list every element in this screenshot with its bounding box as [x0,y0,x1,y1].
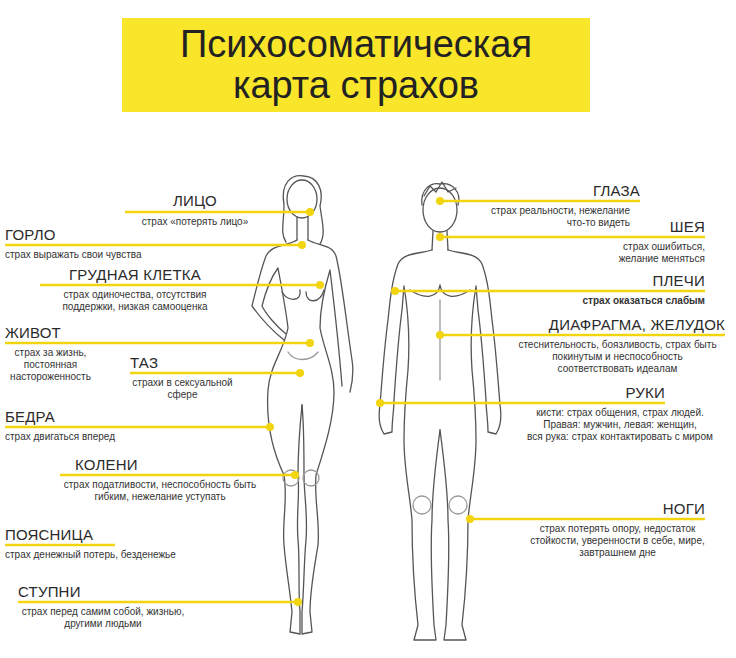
male-figure-part [413,496,431,514]
body-part-name: ДИАФРАГМА, ЖЕЛУДОК [500,316,725,333]
male-figure-part [449,496,467,514]
title-banner: Психосоматическая карта страхов [122,18,590,112]
leader-lines-part [60,474,295,477]
leader-lines-part [391,287,399,295]
fear-description: страх выражать свои чувства [5,249,175,261]
leader-lines-part [440,236,705,239]
fear-description: страх двигаться вперед [5,431,175,443]
body-part-name: БЕДРА [5,408,125,425]
fear-description: кисти: страх общения, страх людей. [515,407,725,419]
leader-lines-part [436,197,444,205]
leader-lines-part [266,423,274,431]
body-part-name: НОГИ [600,500,705,517]
leader-lines-part [40,284,320,287]
fear-description: страх одиночества, отсутствия поддержки,… [40,289,230,313]
fear-description: страх оказаться слабым [545,295,705,307]
leader-lines [5,197,725,606]
leader-lines-part [316,281,324,289]
female-figure-part [303,470,319,486]
female-figure-part [297,217,308,240]
leader-lines-part [298,241,306,249]
body-part-name: ПОЯСНИЦА [5,526,125,543]
leader-lines-part [306,339,314,347]
body-part-name: ШЕЯ [600,218,705,235]
fear-description: страх «потерять лицо» [125,216,265,228]
fear-description: Правая: мужчин, левая: женщин, [515,419,725,431]
body-part-name: ГОРЛО [5,226,125,243]
leader-lines-part [18,601,298,604]
leader-lines-part [470,518,705,521]
leader-lines-part [440,334,725,337]
leader-lines-part [395,290,705,293]
leader-lines-part [5,426,270,429]
leader-lines-part [294,598,302,606]
body-part-name: РУКИ [560,384,665,401]
leader-lines-part [436,331,444,339]
fear-description: страх ошибиться, желание меняться [590,241,705,265]
female-figure-part [282,290,324,301]
leader-lines-part [380,402,665,405]
fear-description: страх за жизнь, постоянная настороженнос… [3,347,98,383]
leader-lines-part [306,208,314,216]
leader-lines-part [440,200,640,203]
leader-lines-part [130,372,300,375]
fear-description: страхи в сексуальной сфере [125,377,240,401]
leader-lines-part [5,244,302,247]
female-figure-part [283,470,299,486]
male-figure-part [440,250,501,640]
leader-lines-part [376,399,384,407]
fear-description: страх потерять опору, недостаток стойкос… [515,523,720,559]
fear-description: страх перед самим собой, жизнью, другими… [18,606,188,630]
male-figure-part [439,300,440,380]
male-figure [379,182,501,640]
male-figure-part [379,250,440,640]
body-part-name: КОЛЕНИ [75,456,195,473]
female-figure-part [288,352,318,360]
male-figure-part [423,188,457,232]
body-part-name: ЖИВОТ [5,324,115,341]
body-part-name: ГЛАЗА [480,182,640,199]
fear-description: стеснительность, боязливость, страх быть… [515,339,720,375]
leader-lines-part [5,544,115,547]
fear-description: страх реальности, нежелание что-то видет… [480,205,630,229]
body-part-name: СТУПНИ [18,583,118,600]
body-part-name: ЛИЦО [125,192,265,209]
leader-lines-part [291,471,299,479]
body-part-name: ГРУДНАЯ КЛЕТКА [40,266,230,283]
female-figure-part [283,176,323,244]
fear-description: вся рука: страх контактировать с миром [515,431,725,443]
body-part-name: ПЛЕЧИ [585,272,705,289]
body-part-name: ТАЗ [130,354,190,371]
fear-description: страх податливости, неспособность быть г… [60,479,260,503]
leader-lines-part [466,515,474,523]
leader-lines-part [5,342,310,345]
leader-lines-part [436,233,444,241]
leader-lines-part [125,211,310,214]
leader-lines-part [296,369,304,377]
male-figure-part [432,231,448,250]
fear-description: страх денежный потерь, безденежье [5,549,225,561]
title-text: Психосоматическая карта страхов [155,24,557,106]
